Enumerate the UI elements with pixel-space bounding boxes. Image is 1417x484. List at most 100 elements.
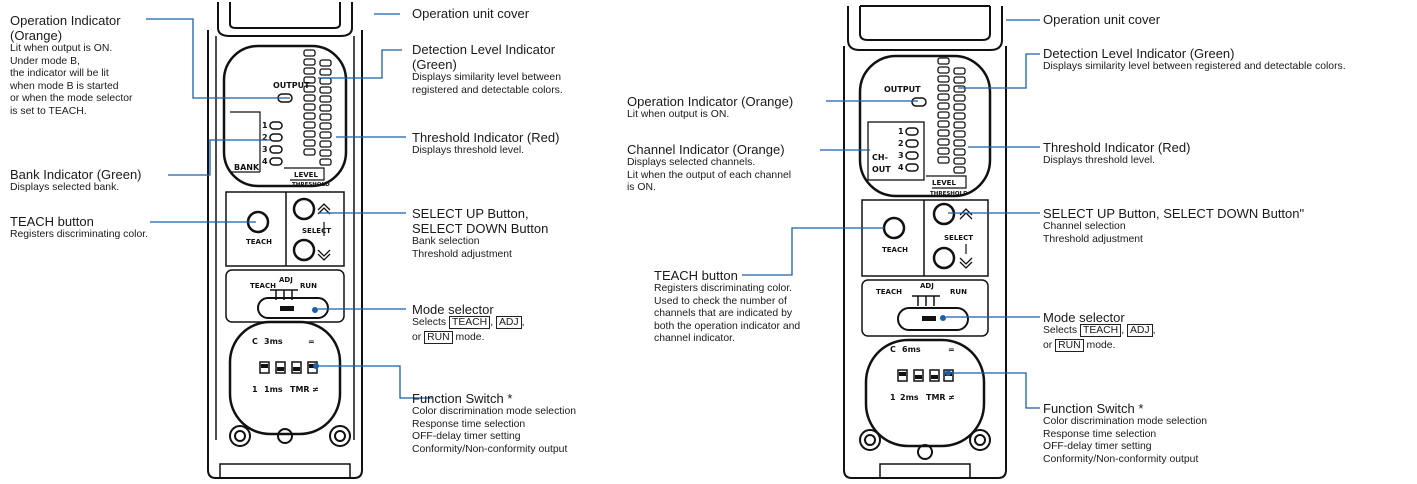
left-select-down-button [292, 238, 316, 262]
level-segment [303, 148, 316, 156]
description: Under mode B, [10, 55, 80, 67]
level-segment [953, 130, 966, 138]
svg-text:C: C [252, 337, 258, 346]
right-channel-number: 2 [898, 139, 904, 148]
level-segment [937, 75, 950, 83]
left-device-illustration: OUTPUT 1 2 3 4 BANK LEVEL THRESHOLD TEAC… [207, 2, 363, 479]
left-select-label: SELECT [302, 227, 331, 235]
left-screw-center [277, 428, 293, 444]
left-mode-run: RUN [300, 282, 317, 290]
right-device-body [843, 46, 1007, 479]
right-channel-led [905, 151, 919, 160]
leader-right-function [950, 372, 1040, 409]
left-device-body [207, 30, 363, 479]
label-left-function-switch: Function Switch * Color discrimination m… [412, 391, 577, 455]
right-output-led [911, 97, 927, 107]
level-segment [319, 104, 332, 112]
level-segment [319, 95, 332, 103]
left-bank-led [269, 157, 283, 166]
left-detection-level-bar [303, 49, 332, 166]
right-out-label: OUT [872, 165, 891, 174]
label-left-operation-indicator: Operation Indicator (Orange) Lit when ou… [10, 13, 132, 119]
level-segment [303, 103, 316, 111]
leader-left-function [318, 365, 432, 399]
right-channel-number: 1 [898, 127, 904, 136]
level-segment [953, 76, 966, 84]
svg-text:1: 1 [890, 393, 896, 402]
level-segment [319, 113, 332, 121]
left-output-label: OUTPUT [273, 81, 310, 90]
right-channel-led [905, 127, 919, 136]
label-right-mode-selector: Mode selector Selects TEACH, ADJ, or RUN… [1043, 310, 1156, 352]
description: the indicator will be lit [10, 68, 109, 80]
level-segment [319, 158, 332, 166]
level-segment [937, 102, 950, 110]
right-threshold-label: THRESHOLD [930, 191, 968, 197]
level-segment [953, 67, 966, 75]
level-segment [319, 86, 332, 94]
level-segment [303, 58, 316, 66]
level-segment [303, 130, 316, 138]
level-segment [937, 66, 950, 74]
left-operation-unit-cover [217, 2, 353, 37]
level-segment [319, 131, 332, 139]
svg-text:TMR: TMR [926, 393, 946, 402]
level-segment [303, 112, 316, 120]
svg-text:2ms: 2ms [900, 393, 919, 402]
description: or when the mode selector [10, 93, 133, 105]
title: Operation Indicator [10, 13, 121, 28]
label-left-teach-button: TEACH button Registers discriminating co… [10, 214, 149, 240]
right-mode-selector-slider [922, 316, 936, 321]
level-segment [303, 139, 316, 147]
svg-text:TMR: TMR [290, 385, 310, 394]
right-output-label: OUTPUT [884, 85, 921, 94]
level-segment [953, 112, 966, 120]
right-device-illustration: OUTPUT 1 2 3 4 CH- OUT LEVEL THRESHOLD T… [843, 5, 1007, 479]
level-segment [937, 120, 950, 128]
description: Lit when output is ON. [10, 43, 113, 54]
leader-left-bank [168, 139, 270, 176]
left-bank-label: BANK [234, 163, 260, 172]
left-bank-number: 3 [262, 145, 268, 154]
level-segment [953, 157, 966, 165]
right-mode-adj: ADJ [920, 282, 934, 290]
label-left-select-buttons: SELECT UP Button, SELECT DOWN Button Ban… [412, 206, 549, 260]
label-right-select-buttons: SELECT UP Button, SELECT DOWN Button" Ch… [1043, 206, 1305, 245]
right-channel-number: 4 [898, 163, 904, 172]
level-segment [953, 94, 966, 102]
label-right-operation-indicator: Operation Indicator (Orange) Lit when ou… [627, 94, 794, 120]
left-mode-teach: TEACH [250, 282, 276, 290]
left-mode-adj: ADJ [279, 276, 293, 284]
label-left-detection-level: Detection Level Indicator (Green) Displa… [412, 42, 563, 96]
svg-text:C: C [890, 345, 896, 354]
level-segment [303, 49, 316, 57]
right-select-down-button [932, 246, 956, 270]
level-segment [319, 122, 332, 130]
label-right-threshold: Threshold Indicator (Red) Displays thres… [1043, 140, 1191, 166]
label-left-mode-selector: Mode selector Selects TEACH, ADJ, or RUN… [412, 302, 525, 344]
level-segment [303, 121, 316, 129]
svg-text:3ms: 3ms [264, 337, 283, 346]
leader-left-detection [318, 49, 402, 79]
label-right-operation-unit-cover: Operation unit cover [1043, 12, 1161, 27]
level-segment [937, 156, 950, 164]
left-select-up-button [292, 197, 316, 221]
right-channel-led [905, 139, 919, 148]
left-level-label: LEVEL [294, 171, 318, 179]
label-left-operation-unit-cover: Operation unit cover [412, 6, 530, 21]
level-segment [303, 85, 316, 93]
right-mode-run: RUN [950, 288, 967, 296]
level-segment [319, 68, 332, 76]
level-segment [319, 140, 332, 148]
level-segment [953, 121, 966, 129]
left-bank-led [269, 133, 283, 142]
left-bank-number: 2 [262, 133, 268, 142]
left-screw-right [329, 425, 351, 447]
level-segment [303, 67, 316, 75]
left-screw-left [229, 425, 251, 447]
label-right-teach-button: TEACH button Registers discriminating co… [654, 268, 801, 345]
right-ch-label: CH- [872, 153, 888, 162]
left-bank-number: 4 [262, 157, 268, 166]
level-segment [937, 147, 950, 155]
